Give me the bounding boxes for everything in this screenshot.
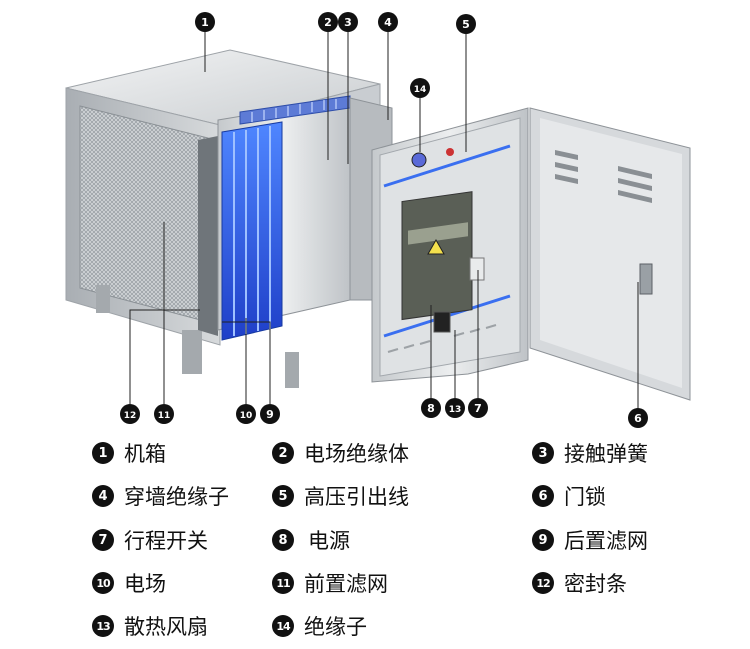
legend-item-2: 2 电场绝缘体 [272,438,409,468]
svg-text:1: 1 [201,16,209,29]
control-box [371,107,529,383]
legend-label: 机箱 [124,442,166,466]
legend-badge: 10 [92,572,114,594]
legend-badge: 9 [532,529,554,551]
callout-6: 6 [628,408,648,428]
callout-4: 4 [378,12,398,32]
legend-label: 散热风扇 [124,615,208,639]
callout-12: 12 [120,404,140,424]
legend-item-11: 11 前置滤网 [272,568,388,598]
svg-text:7: 7 [474,402,482,415]
legend-item-5: 5 高压引出线 [272,481,409,511]
callout-11: 11 [154,404,174,424]
callout-2: 2 [318,12,338,32]
callout-3: 3 [338,12,358,32]
callout-1: 1 [195,12,215,32]
legend-item-13: 13 散热风扇 [92,611,208,641]
svg-text:11: 11 [158,411,171,421]
legend-label: 高压引出线 [304,485,409,509]
legend-label: 密封条 [564,572,627,596]
legend-badge: 14 [272,615,294,637]
legend-label: 接触弹簧 [564,442,648,466]
legend-label: 门锁 [564,485,606,509]
svg-text:5: 5 [462,18,470,31]
callout-9: 9 [260,404,280,424]
legend-item-6: 6 门锁 [532,481,606,511]
legend-badge: 8 [272,529,294,551]
legend-badge: 7 [92,529,114,551]
legend-item-4: 4 穿墙绝缘子 [92,481,229,511]
callout-14: 14 [410,78,430,98]
svg-text:12: 12 [124,411,137,421]
door [529,107,691,401]
legend-label: 穿墙绝缘子 [124,485,229,509]
legend-badge: 4 [92,485,114,507]
legend-badge: 11 [272,572,294,594]
legend-badge: 3 [532,442,554,464]
legend-item-3: 3 接触弹簧 [532,438,648,468]
legend-item-7: 7 行程开关 [92,525,208,555]
legend-badge: 6 [532,485,554,507]
legend-label: 前置滤网 [304,572,388,596]
legend-badge: 13 [92,615,114,637]
svg-text:6: 6 [634,412,642,425]
svg-text:4: 4 [384,16,392,29]
callout-13: 13 [445,398,465,418]
electric-field-module [217,95,393,341]
svg-text:8: 8 [427,402,435,415]
cabinet [65,49,381,388]
legend-item-14: 14 绝缘子 [272,611,367,641]
legend-item-12: 12 密封条 [532,568,627,598]
legend-label: 后置滤网 [564,529,648,553]
callout-8: 8 [421,398,441,418]
legend-label: 电场绝缘体 [304,442,409,466]
legend-item-8: 8 电源 [272,525,350,555]
legend-badge: 2 [272,442,294,464]
callout-7: 7 [468,398,488,418]
svg-text:14: 14 [414,85,427,95]
legend-item-10: 10 电场 [92,568,166,598]
legend-label: 电源 [308,529,350,553]
svg-text:9: 9 [266,408,274,421]
legend-badge: 12 [532,572,554,594]
legend-badge: 5 [272,485,294,507]
front-filter [198,136,218,336]
svg-text:3: 3 [344,16,352,29]
purifier-diagram: 1 2 3 4 5 14 6 8 13 7 12 11 10 9 [65,12,691,428]
legend-label: 电场 [124,572,166,596]
legend-item-1: 1 机箱 [92,438,166,468]
callout-10: 10 [236,404,256,424]
legend-item-9: 9 后置滤网 [532,525,648,555]
legend-label: 行程开关 [124,529,208,553]
legend-label: 绝缘子 [304,615,367,639]
leader-lines [129,30,639,408]
callout-5: 5 [456,14,476,34]
svg-text:13: 13 [449,405,462,415]
svg-text:10: 10 [240,411,253,421]
callout-badges: 1 2 3 4 5 14 6 8 13 7 12 11 10 9 [120,12,648,428]
parts-legend: 1 机箱 2 电场绝缘体 3 接触弹簧 4 穿墙绝缘子 5 高压引出线 6 门锁… [0,430,750,649]
svg-text:2: 2 [324,16,332,29]
legend-badge: 1 [92,442,114,464]
